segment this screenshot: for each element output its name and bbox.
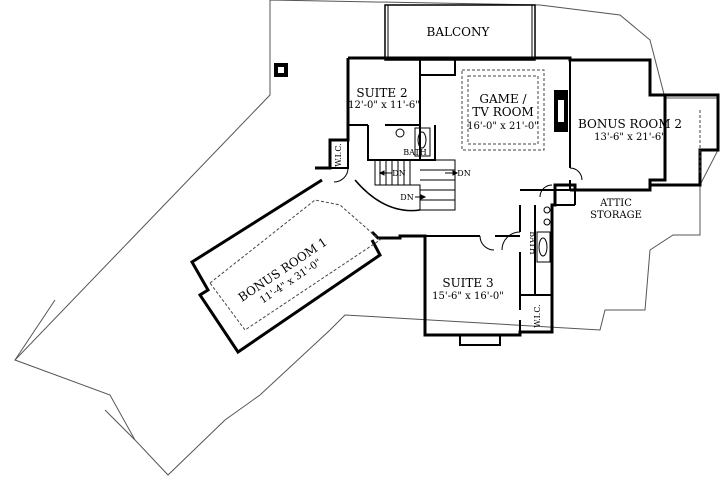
attic-storage-line1: ATTIC: [599, 198, 632, 209]
interior-walls: [330, 58, 576, 332]
stair-dn-3: DN: [400, 193, 413, 202]
stair-dn-1: DN: [392, 169, 405, 178]
stair-arrows: [378, 170, 459, 200]
chimney-icon: [274, 63, 288, 77]
wic-upper-label: W.I.C.: [334, 143, 343, 166]
door-swings: [333, 167, 583, 251]
game-room-size: 16'-0" x 21'-0": [467, 121, 539, 132]
bonus-room-2-walls: [570, 58, 720, 192]
bath-lower-label: BATH: [528, 231, 537, 255]
wic-lower-label: W.I.C.: [533, 304, 542, 327]
balcony: [384, 4, 536, 61]
suite-3-size: 15'-6" x 16'-0": [432, 291, 504, 302]
attic-storage-line2: STORAGE: [590, 210, 642, 221]
game-room-name-2: TV ROOM: [472, 105, 533, 119]
staircase: [354, 159, 456, 212]
stair-dn-2: DN: [457, 169, 470, 178]
bath-upper-label: BATH: [403, 148, 427, 157]
suite-2-name: SUITE 2: [356, 86, 407, 100]
bonus-room-2-size: 13'-6" x 21'-6": [594, 132, 666, 143]
game-room-ceiling: [461, 69, 545, 151]
suite-2-size: 12'-0" x 11'-6": [348, 100, 420, 111]
roof-outline: [14, 0, 719, 476]
balcony-label: BALCONY: [427, 25, 491, 39]
suite-3-window: [459, 335, 501, 346]
bonus-room-1-ceiling: [209, 199, 381, 331]
game-room-name-1: GAME /: [479, 92, 527, 106]
fireplace-icon: [554, 90, 568, 132]
suite-3-name: SUITE 3: [442, 276, 493, 290]
bonus-room-2-name: BONUS ROOM 2: [578, 117, 682, 131]
bath-fixtures: [395, 127, 551, 263]
